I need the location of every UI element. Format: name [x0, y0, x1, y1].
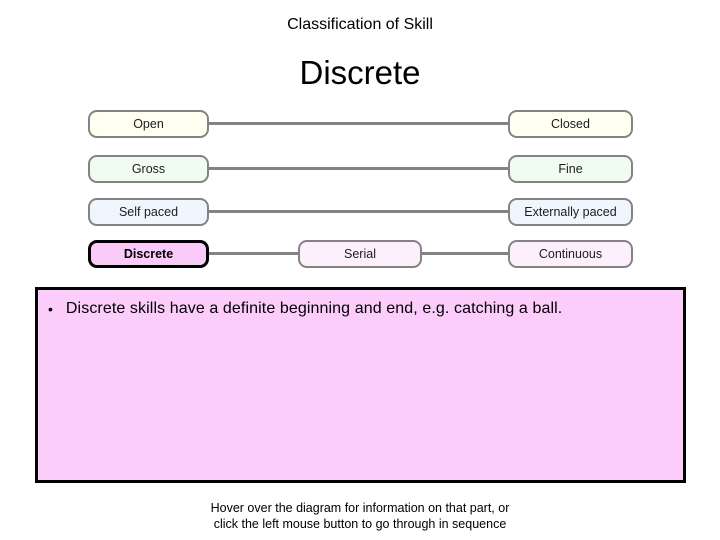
connector-selfpaced-externallypaced: [207, 210, 509, 213]
info-box: • Discrete skills have a definite beginn…: [35, 287, 686, 483]
node-discrete[interactable]: Discrete: [88, 240, 209, 268]
node-fine[interactable]: Fine: [508, 155, 633, 183]
node-externally-paced[interactable]: Externally paced: [508, 198, 633, 226]
info-text: Discrete skills have a definite beginnin…: [65, 300, 563, 317]
node-closed[interactable]: Closed: [508, 110, 633, 138]
node-self-paced[interactable]: Self paced: [88, 198, 209, 226]
footer-line-2: click the left mouse button to go throug…: [213, 517, 507, 531]
slide-subtitle: Classification of Skill: [287, 16, 433, 33]
connector-serial-continuous: [421, 252, 509, 255]
bullet-marker: •: [48, 301, 53, 317]
connector-gross-fine: [207, 167, 509, 170]
connector-discrete-serial: [207, 252, 299, 255]
footer-instructions: Hover over the diagram for information o…: [0, 500, 720, 532]
node-gross[interactable]: Gross: [88, 155, 209, 183]
node-open[interactable]: Open: [88, 110, 209, 138]
node-serial[interactable]: Serial: [298, 240, 422, 268]
node-continuous[interactable]: Continuous: [508, 240, 633, 268]
connector-open-closed: [207, 122, 509, 125]
footer-line-1: Hover over the diagram for information o…: [210, 501, 510, 515]
info-bullet-line: • Discrete skills have a definite beginn…: [38, 290, 683, 319]
slide-title: Discrete: [299, 54, 421, 91]
